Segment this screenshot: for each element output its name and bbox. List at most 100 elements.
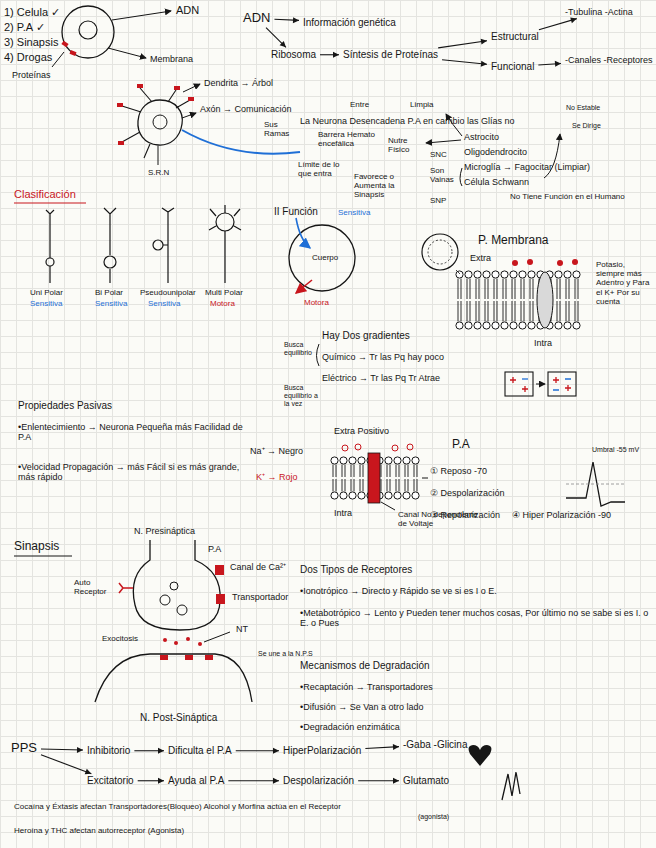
note-text: Hay Dos gradientes [322, 330, 410, 342]
concept-text: Síntesis de Proteínas [343, 49, 438, 61]
concept-node: ADN [240, 10, 273, 27]
note-text: •Enlentecimiento → Neurona Pequeña más F… [18, 422, 243, 443]
ion-dot [342, 445, 348, 451]
concept-node: Ribosoma [268, 48, 319, 62]
leader-line [204, 632, 230, 642]
concept-text: -Gaba -Glicina [403, 739, 467, 751]
note-text: 4) Drogas [4, 51, 52, 64]
arrow-head [570, 17, 577, 23]
dendrites [122, 88, 190, 158]
bracket [317, 344, 320, 366]
note-text: Canal de Ca²⁺ [230, 562, 286, 572]
leader-line [381, 502, 395, 510]
connector [236, 748, 279, 754]
concept-node: Funcional [488, 60, 537, 74]
note-text: Sensitiva [95, 299, 127, 308]
arrow-head [280, 41, 286, 47]
note-text: Na⁺ → Negro [250, 446, 303, 456]
input-arrow [296, 218, 310, 248]
connector-line [228, 780, 279, 781]
note-text: Extra Positivo [334, 426, 389, 436]
note-text: ③ Repolarización [430, 510, 500, 520]
ion-channel [368, 453, 380, 503]
note-text: Potasio, siempre más Adentro y Para el K… [596, 260, 650, 306]
connector [41, 747, 83, 753]
note-text: Intra [334, 508, 352, 518]
arrow-head [555, 61, 561, 67]
connector-line [236, 750, 279, 751]
note-text: Busca equilibrio a la vez [284, 384, 318, 408]
connector-line [41, 755, 91, 774]
unipolar-neuron [46, 210, 54, 283]
arrow-head [158, 778, 164, 784]
plus-sign [510, 377, 528, 392]
concept-node: Estructural [488, 30, 542, 44]
leader-arrow [182, 113, 196, 118]
vesicle [160, 595, 170, 605]
concept-text: Funcional [491, 61, 534, 73]
concept-text: Excitatorio [87, 775, 134, 787]
arrow-head [393, 778, 399, 784]
concept-text: Estructural [491, 31, 539, 43]
membrane-tick [456, 270, 460, 274]
note-text: Cocaína y Éxtasis afectan Transportadore… [14, 802, 341, 811]
note-text: No Estable [566, 104, 600, 112]
connector-line [358, 780, 399, 781]
arrow-head [158, 748, 164, 754]
calcium-channel [215, 565, 224, 575]
arrow-head [273, 778, 279, 784]
bipolar-neuron [104, 208, 116, 283]
presynaptic-terminal [133, 540, 220, 630]
leader-arrow [426, 140, 461, 143]
note-text: •Degradación enzimática [300, 722, 400, 732]
nucleus [79, 21, 97, 39]
concept-node: Glutamato [400, 774, 452, 788]
note-text: NT [236, 624, 248, 634]
note-text: •Velocidad Propagación → más Fácil si es… [18, 462, 243, 483]
connector [442, 60, 487, 67]
note-text: 1) Celula ✓ [4, 6, 60, 19]
note-text: ① Reposo -70 [430, 466, 487, 476]
note-text: Son Vainas [430, 166, 464, 184]
concept-text: Despolarización [283, 775, 354, 787]
note-text: Entre [350, 100, 369, 109]
receptor-mark [160, 655, 168, 660]
concept-node: Inhibitorio [84, 744, 133, 758]
note-text: Sensitiva [30, 299, 62, 308]
transporter [216, 594, 225, 604]
note-text: Uni Polar [30, 288, 63, 297]
membrane-protein [537, 272, 553, 328]
receptor-mark [174, 86, 180, 90]
note-text: Se Dirige [572, 122, 601, 130]
underline [14, 202, 86, 203]
note-text: Umbral -55 mV [592, 446, 639, 454]
heart-doodle [469, 745, 492, 766]
concept-text: -Tubulina -Actina [565, 7, 633, 17]
ion-dot [512, 260, 518, 266]
note-text: P.A [452, 438, 470, 452]
note-text: Microglía → Fagocitar (Limpiar) [464, 162, 590, 172]
connector-line [266, 28, 286, 48]
arrow-head [393, 744, 399, 750]
neurotransmitter [198, 642, 202, 646]
lipid-bilayer [455, 270, 581, 300]
arrow-head [273, 748, 279, 754]
concept-text: -Canales -Receptores [565, 55, 653, 65]
note-text: SNP [430, 196, 446, 205]
concept-node: -Gaba -Glicina [400, 738, 470, 752]
connector [228, 778, 279, 784]
protein-mark [61, 41, 68, 48]
concept-text: Dificulta el P.A [168, 745, 232, 757]
note-text: Motora [304, 298, 329, 307]
note-text: Propiedades Pasivas [18, 400, 112, 412]
note-text: S.R.N [148, 168, 169, 177]
concept-text: Información genética [303, 17, 396, 29]
note-text: SNC [430, 150, 447, 159]
postsynaptic-neuron [95, 654, 252, 702]
connector [358, 778, 399, 784]
unipolar-neuron [46, 258, 54, 266]
receptor-mark [205, 655, 213, 660]
bracket [460, 168, 462, 186]
leader-line [422, 478, 428, 479]
note-text: •Metabotrópico → Lento y Pueden tener mu… [300, 608, 650, 629]
